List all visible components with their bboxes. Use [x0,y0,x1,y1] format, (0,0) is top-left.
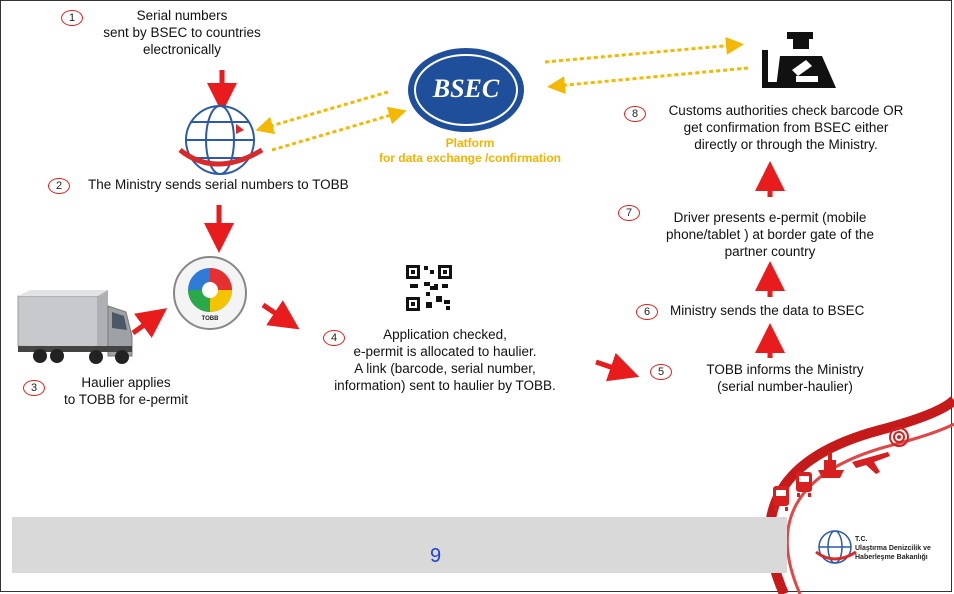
ministry-logo-line3: Haberleşme Bakanlığı [855,554,928,561]
truck-icon [17,290,133,364]
step-8-line1: Customs authorities check barcode OR [668,103,904,118]
dotted-globe-bsec-2 [271,106,407,152]
plane-icon [852,452,890,474]
arrow-truck-tobb [131,308,168,338]
page-number: 9 [430,545,442,567]
step-1-line3: electronically [142,42,222,57]
step-4-line3: A link (barcode, serial number, [354,361,536,376]
platform-label: Platform for data exchange /confirmation [360,136,580,166]
bus-icon [796,472,812,497]
footer-bar [12,517,787,573]
step-7-text: Driver presents e-permit (mobile phone/t… [640,209,900,260]
qr-code-icon [406,265,452,311]
dotted-bsec-customs-1 [544,36,744,64]
step-5-line1: TOBB informs the Ministry [706,362,864,377]
step-8-number: 8 [624,106,646,122]
step-7-number: 7 [618,205,640,221]
step-7-line3: partner country [724,244,816,259]
ministry-small-logo [815,530,857,564]
step-5-line2: (serial number-haulier) [717,379,853,394]
step-6-number: 6 [636,304,658,320]
step-5-number: 5 [650,364,672,380]
platform-label-line1: Platform [445,136,495,150]
ship-icon [818,452,844,478]
step-4-line4: information) sent to haulier by TOBB. [334,378,556,393]
step-2-number: 2 [48,178,70,194]
step-4-number: 4 [323,330,345,346]
step-3-line1: Haulier applies [81,375,171,390]
tobb-logo [173,256,247,330]
step-7-line1: Driver presents e-permit (mobile [673,210,867,225]
step-4-line1: Application checked, [383,327,507,342]
step-1-line1: Serial numbers [136,8,228,23]
customs-officer-icon [762,32,836,88]
dotted-customs-bsec-2 [547,66,749,95]
step-4-text: Application checked, e-permit is allocat… [310,326,580,394]
step-8-line2: get confirmation from BSEC either [683,120,889,135]
step-8-line3: directly or through the Ministry. [694,137,878,152]
step-3-line2: to TOBB for e-permit [63,392,189,407]
step-1-text: Serial numbers sent by BSEC to countries… [52,7,312,58]
ministry-logo-line2: Ulaştırma Denizcilik ve [855,545,931,552]
train-icon [773,486,789,511]
ministry-globe-logo [178,105,264,175]
step-3-text: Haulier applies to TOBB for e-permit [46,374,206,408]
step-2-text: The Ministry sends serial numbers to TOB… [88,177,349,192]
dotted-bsec-globe-1 [255,90,389,135]
platform-label-line2: for data exchange /confirmation [378,151,562,165]
bsec-logo [408,48,524,132]
arrow-tobb-4 [261,300,300,330]
ministry-logo-line1: T.C. [855,536,868,543]
step-7-line2: phone/tablet ) at border gate of the [666,227,874,242]
step-8-text: Customs authorities check barcode OR get… [646,102,926,153]
step-5-text: TOBB informs the Ministry (serial number… [685,361,885,395]
step-4-line2: e-permit is allocated to haulier. [353,344,537,359]
step-1-line2: sent by BSEC to countries [103,25,261,40]
step-1-number: 1 [61,10,83,26]
ministry-logo-text: T.C. Ulaştırma Denizcilik ve Haberleşme … [855,535,950,562]
arrow-4-5 [595,352,640,382]
red-swoosh-inner [785,422,954,594]
tobb-logo-text: TOBB [201,316,219,322]
bsec-logo-text: BSEC [432,74,500,103]
step-6-text: Ministry sends the data to BSEC [670,303,865,318]
step-3-number: 3 [23,380,45,396]
radar-icon [889,427,909,447]
